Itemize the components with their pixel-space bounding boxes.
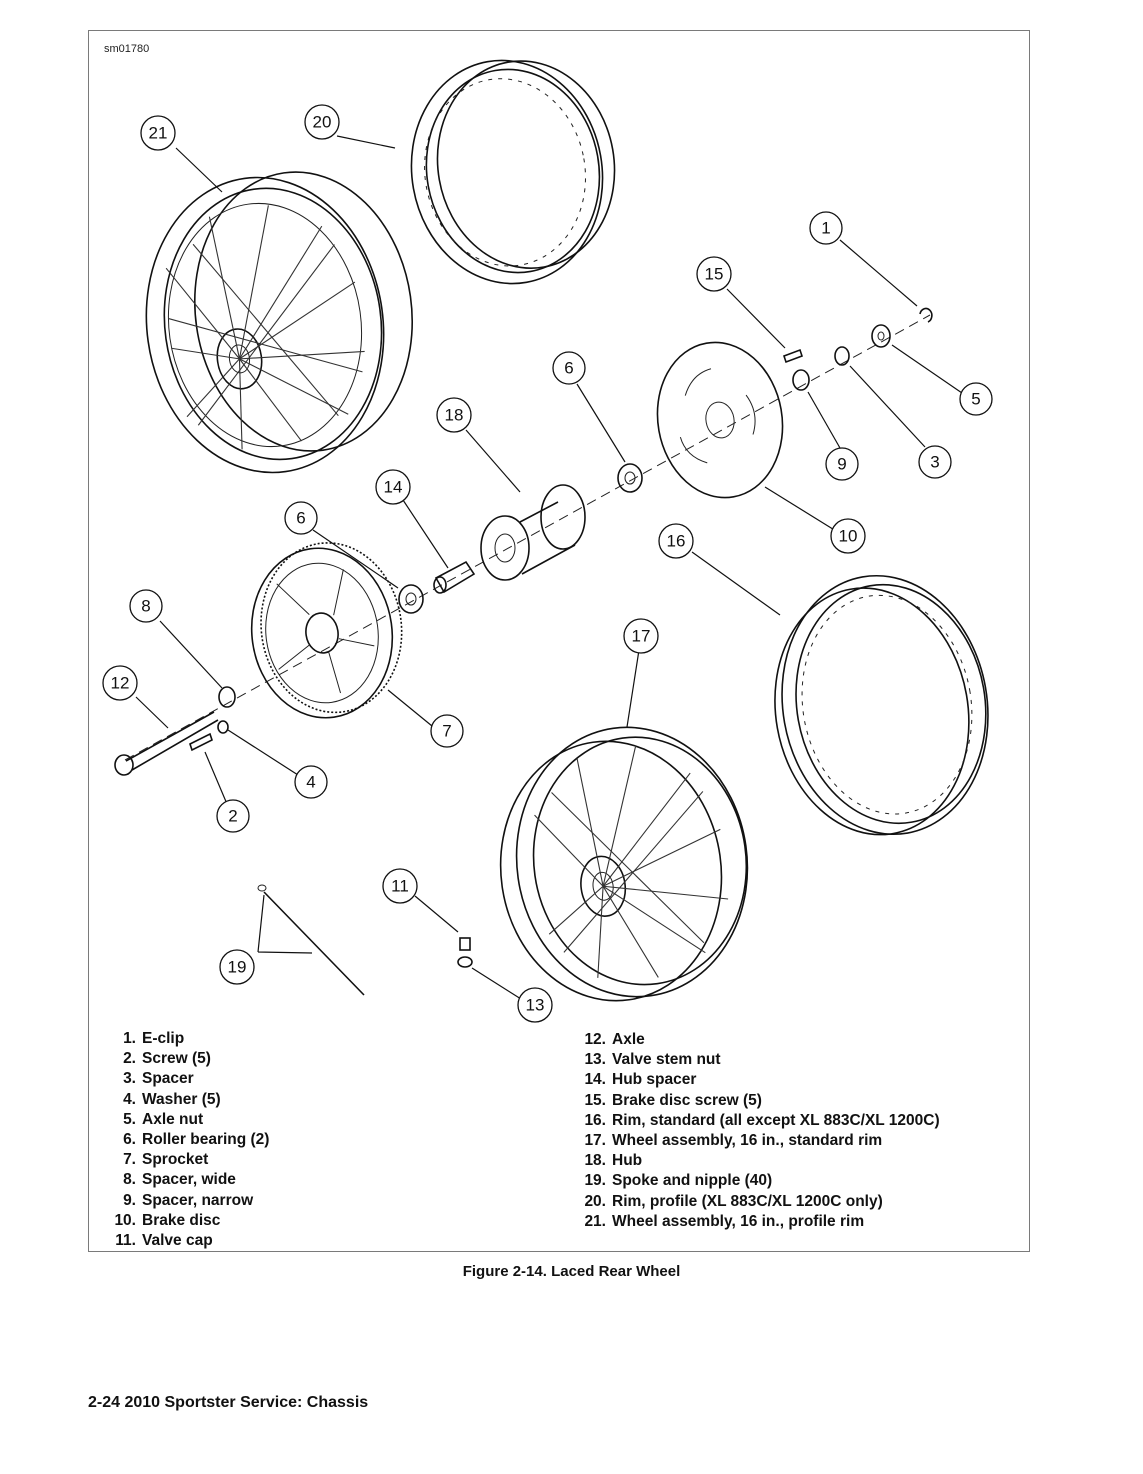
roller-bearing-left [398,584,424,614]
spacer-wide [218,686,236,708]
legend-item: 21.Wheel assembly, 16 in., profile rim [584,1212,865,1230]
svg-text:12: 12 [111,674,130,693]
svg-text:4: 4 [306,773,315,792]
callout-8: 8 [129,589,163,623]
legend-item: 13.Valve stem nut [584,1051,721,1069]
callout-18: 18 [436,397,472,433]
callout-6-left: 6 [284,501,318,535]
page-footer: 2-24 2010 Sportster Service: Chassis [88,1394,369,1411]
svg-text:19: 19 [228,958,247,977]
figure-frame [88,30,1030,1252]
legend-item: 3.Spacer [123,1070,194,1088]
hub [480,484,586,581]
svg-text:6: 6 [564,359,573,378]
brake-disc-screw [782,348,804,364]
legend-item: 14.Hub spacer [584,1071,697,1089]
legend-item: 15.Brake disc screw (5) [584,1091,762,1109]
callout-2: 2 [216,799,250,833]
legend-item: 9.Spacer, narrow [123,1191,254,1209]
svg-text:2: 2 [228,807,237,826]
axle-centerline [124,314,931,761]
svg-text:18: 18 [445,406,464,425]
callout-17: 17 [623,618,659,654]
rim-profile [410,59,616,285]
brake-disc [656,341,784,499]
callout-7: 7 [430,714,464,748]
legend-left: 1.E-clip 2.Screw (5) 3.Spacer 4.Washer (… [106,1029,269,1251]
svg-text:11: 11 [391,877,409,896]
callout-12: 12 [102,665,138,701]
callout-21: 21 [140,115,176,151]
axle-nut [871,324,891,348]
e-clip [919,307,933,323]
legend-item: 16.Rim, standard (all except XL 883C/XL … [584,1111,940,1129]
callout-19: 19 [219,949,255,985]
roller-bearing-right [617,463,643,493]
svg-text:3: 3 [930,453,939,472]
svg-text:7: 7 [442,722,451,741]
svg-text:5: 5 [971,390,980,409]
legend-item: 20.Rim, profile (XL 883C/XL 1200C only) [584,1192,883,1210]
callout-14: 14 [375,469,411,505]
hub-spacer [433,560,476,594]
callout-10: 10 [830,518,866,554]
svg-text:13: 13 [526,996,545,1015]
washer [217,720,229,734]
legend-item: 2.Screw (5) [123,1050,211,1068]
legend-item: 8.Spacer, wide [123,1171,236,1189]
callout-13: 13 [517,987,553,1023]
exploded-wheel-diagram: 1 2 3 4 5 6 6 7 8 9 10 11 12 13 14 15 16… [102,59,993,1023]
axle [114,711,219,776]
svg-text:21: 21 [149,124,168,143]
figure-id: sm01780 [104,43,150,55]
legend-item: 4.Washer (5) [123,1090,221,1108]
spoke-and-nipple [257,884,365,996]
sprocket [250,542,403,719]
legend-item: 1.E-clip [123,1030,185,1047]
valve-stem-nut [457,956,473,968]
svg-text:16: 16 [667,532,686,551]
leader-lines [135,135,963,1000]
callout-1: 1 [809,211,843,245]
legend-item: 17.Wheel assembly, 16 in., standard rim [584,1132,883,1150]
wheel-assembly-standard-rim [499,726,749,1002]
callout-3: 3 [918,445,952,479]
svg-text:9: 9 [837,455,846,474]
legend-item: 6.Roller bearing (2) [123,1131,270,1149]
svg-text:8: 8 [141,597,150,616]
legend-right: 12.Axle 13.Valve stem nut 14.Hub spacer … [576,1030,940,1232]
valve-cap [459,937,471,951]
legend-item: 18.Hub [584,1152,643,1170]
callout-11: 11 [382,868,418,904]
spacer-narrow [792,369,810,391]
figure-caption: Figure 2-14. Laced Rear Wheel [462,1263,681,1280]
svg-text:15: 15 [705,265,724,284]
callout-4: 4 [294,765,328,799]
callout-16: 16 [658,523,694,559]
legend-item: 12.Axle [584,1031,645,1048]
svg-text:10: 10 [839,527,858,546]
callout-9: 9 [825,447,859,481]
svg-text:6: 6 [296,509,305,528]
rim-standard [774,574,989,836]
legend-item: 19.Spoke and nipple (40) [584,1172,773,1190]
callout-15: 15 [696,256,732,292]
svg-text:17: 17 [632,627,651,646]
spacer [834,346,850,366]
callout-20: 20 [304,104,340,140]
legend-item: 7.Sprocket [123,1151,209,1169]
svg-text:20: 20 [313,113,332,132]
legend-item: 11.Valve cap [115,1232,213,1250]
screw [189,732,213,752]
callout-5: 5 [959,382,993,416]
callout-6-right: 6 [552,351,586,385]
svg-text:1: 1 [821,219,830,238]
legend-item: 5.Axle nut [123,1110,204,1128]
wheel-assembly-profile-rim [145,171,414,474]
legend-item: 10.Brake disc [114,1211,221,1229]
svg-text:14: 14 [384,478,403,497]
